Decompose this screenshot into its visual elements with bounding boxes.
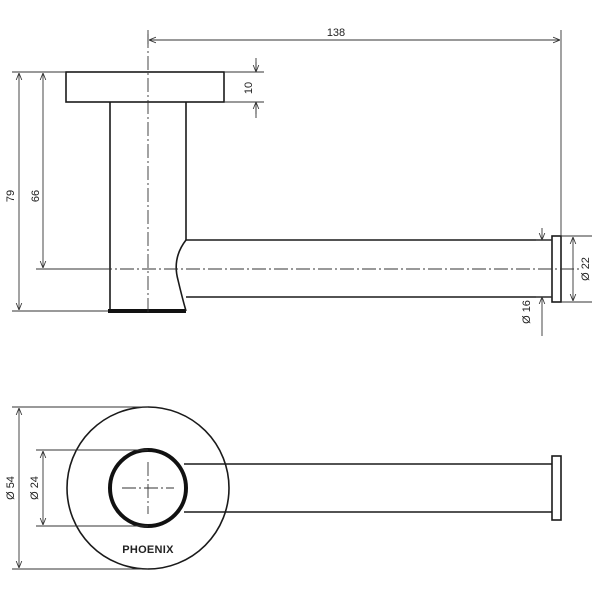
dim-22-extension <box>561 235 592 303</box>
dim-54-label: Ø 54 <box>5 476 17 500</box>
dim-24-label: Ø 24 <box>29 476 41 500</box>
dim-79-label: 79 <box>5 190 17 202</box>
dim-16-extension <box>536 239 552 298</box>
dim-24-extension <box>36 449 148 527</box>
side-view: 138 10 79 66 Ø 22 Ø 16 <box>5 27 592 336</box>
dim-138-extension <box>147 30 562 236</box>
dim-79-extension <box>12 71 108 312</box>
dim-66-extension <box>36 71 98 270</box>
brand-logo: PHOENIX <box>122 544 174 556</box>
dim-54-extension <box>12 406 148 570</box>
post <box>109 102 187 311</box>
dim-10-label: 10 <box>243 82 255 94</box>
end-cap-top-view <box>551 455 562 521</box>
dim-16-label: Ø 16 <box>521 300 533 324</box>
dim-66-label: 66 <box>30 190 42 202</box>
dim-138-label: 138 <box>327 27 345 39</box>
arm-bend <box>175 239 187 312</box>
wall-flange <box>65 71 225 103</box>
front-view: Ø 54 Ø 24 PHOENIX <box>5 406 562 570</box>
arm-top-view <box>184 463 552 513</box>
dim-22-label: Ø 22 <box>580 257 592 281</box>
arm <box>186 239 552 298</box>
